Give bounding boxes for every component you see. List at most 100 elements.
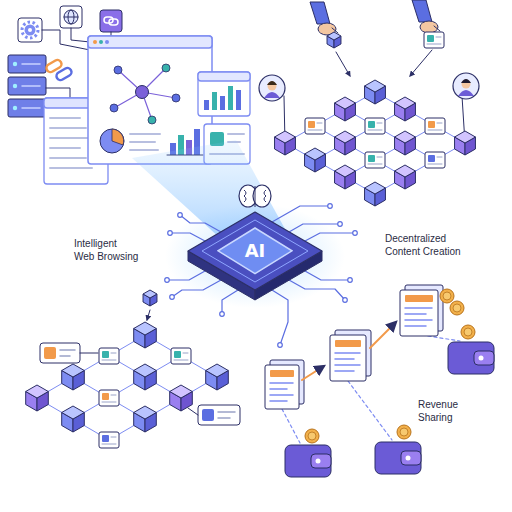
wallet-flap bbox=[474, 351, 494, 365]
cube-block bbox=[143, 290, 157, 306]
card-line bbox=[111, 437, 116, 438]
avatar-hair bbox=[461, 79, 471, 83]
chain-link bbox=[55, 67, 73, 82]
server-slab bbox=[8, 99, 46, 117]
cube-face bbox=[143, 290, 157, 298]
document-sheet bbox=[400, 290, 438, 336]
wallet-button bbox=[316, 459, 321, 464]
server-line bbox=[22, 85, 40, 87]
cube-face bbox=[62, 406, 85, 419]
content-card bbox=[99, 390, 119, 406]
hand-sleeve bbox=[310, 2, 330, 24]
pie-slice bbox=[112, 129, 124, 145]
coin-face bbox=[308, 432, 316, 440]
graph-node bbox=[162, 64, 170, 72]
connector-wire bbox=[80, 353, 98, 354]
browser-window bbox=[198, 72, 250, 116]
cube-block bbox=[335, 165, 356, 189]
card-line bbox=[111, 395, 116, 396]
hand-finger bbox=[434, 26, 440, 31]
document-line bbox=[270, 394, 293, 396]
cube-face bbox=[62, 364, 85, 377]
circuit-trace bbox=[305, 233, 355, 241]
card-line bbox=[218, 417, 230, 419]
hand-icon bbox=[310, 2, 338, 35]
coin-icon bbox=[397, 425, 411, 439]
circuit-trace bbox=[222, 290, 238, 314]
cube-block bbox=[62, 364, 85, 390]
cube-face bbox=[305, 148, 326, 160]
circuit-trace bbox=[167, 271, 205, 280]
drop-arrow bbox=[410, 50, 432, 76]
server-slab bbox=[8, 77, 46, 95]
cube-face bbox=[26, 385, 49, 398]
avatar-body bbox=[458, 90, 474, 96]
connector-wire bbox=[46, 88, 70, 98]
card-icon bbox=[44, 347, 56, 359]
cube-block bbox=[365, 80, 386, 104]
cube-block bbox=[170, 385, 193, 411]
card-icon bbox=[174, 351, 181, 358]
window-dot bbox=[93, 40, 97, 44]
card-icon bbox=[102, 435, 109, 442]
card-line bbox=[427, 44, 441, 45]
cube-block bbox=[395, 131, 416, 155]
pie-chart bbox=[100, 129, 124, 153]
document-line bbox=[405, 307, 432, 309]
chip-top bbox=[188, 212, 322, 290]
content-card bbox=[99, 432, 119, 448]
chip-glow bbox=[165, 204, 345, 308]
coin-face bbox=[453, 304, 461, 312]
text-line bbox=[130, 141, 155, 143]
flow-line bbox=[428, 336, 460, 341]
card-line bbox=[60, 349, 75, 351]
card-icon bbox=[102, 393, 109, 400]
cube-face bbox=[365, 182, 386, 194]
document-line bbox=[270, 400, 287, 402]
avatar-head bbox=[268, 82, 277, 91]
bar-chart-bar bbox=[204, 100, 209, 110]
circuit-trace bbox=[289, 280, 345, 300]
card-icon bbox=[428, 121, 435, 128]
card-body bbox=[425, 152, 445, 168]
cube-block bbox=[134, 406, 157, 432]
trace-end bbox=[165, 278, 170, 283]
card-line bbox=[183, 353, 188, 354]
flow-line bbox=[282, 409, 300, 443]
brain-icon bbox=[239, 185, 271, 207]
card-line bbox=[437, 123, 442, 124]
link-ring bbox=[109, 19, 118, 25]
content-card bbox=[424, 32, 444, 48]
circuit-trace bbox=[272, 206, 330, 222]
document-sheet bbox=[265, 365, 299, 409]
document-line bbox=[270, 382, 293, 384]
cube-block bbox=[134, 364, 157, 390]
card-icon bbox=[308, 121, 315, 128]
graph-hub bbox=[136, 86, 149, 99]
document-icon bbox=[400, 285, 443, 336]
wallet-body bbox=[285, 445, 331, 477]
node-label: AI bbox=[245, 241, 266, 261]
cube-block bbox=[335, 97, 356, 121]
document-line bbox=[335, 370, 354, 372]
circuit-trace bbox=[172, 280, 221, 297]
network-art bbox=[26, 290, 240, 448]
cube-block bbox=[206, 364, 229, 390]
drop-arrow bbox=[147, 310, 150, 320]
flow-arrow bbox=[302, 366, 324, 380]
connector-wire bbox=[71, 28, 90, 42]
trace-end bbox=[220, 312, 225, 317]
document-header bbox=[270, 370, 294, 377]
revenue-art bbox=[265, 285, 494, 477]
avatar-circle bbox=[453, 73, 479, 99]
coin-rim bbox=[397, 425, 411, 439]
avatar-head bbox=[462, 80, 471, 89]
content-card bbox=[425, 152, 445, 168]
cube-block bbox=[455, 131, 476, 155]
card-line bbox=[368, 130, 382, 131]
cube-face bbox=[335, 97, 356, 109]
trace-end bbox=[348, 278, 353, 283]
card-body bbox=[171, 348, 191, 364]
coin-rim bbox=[461, 325, 475, 339]
